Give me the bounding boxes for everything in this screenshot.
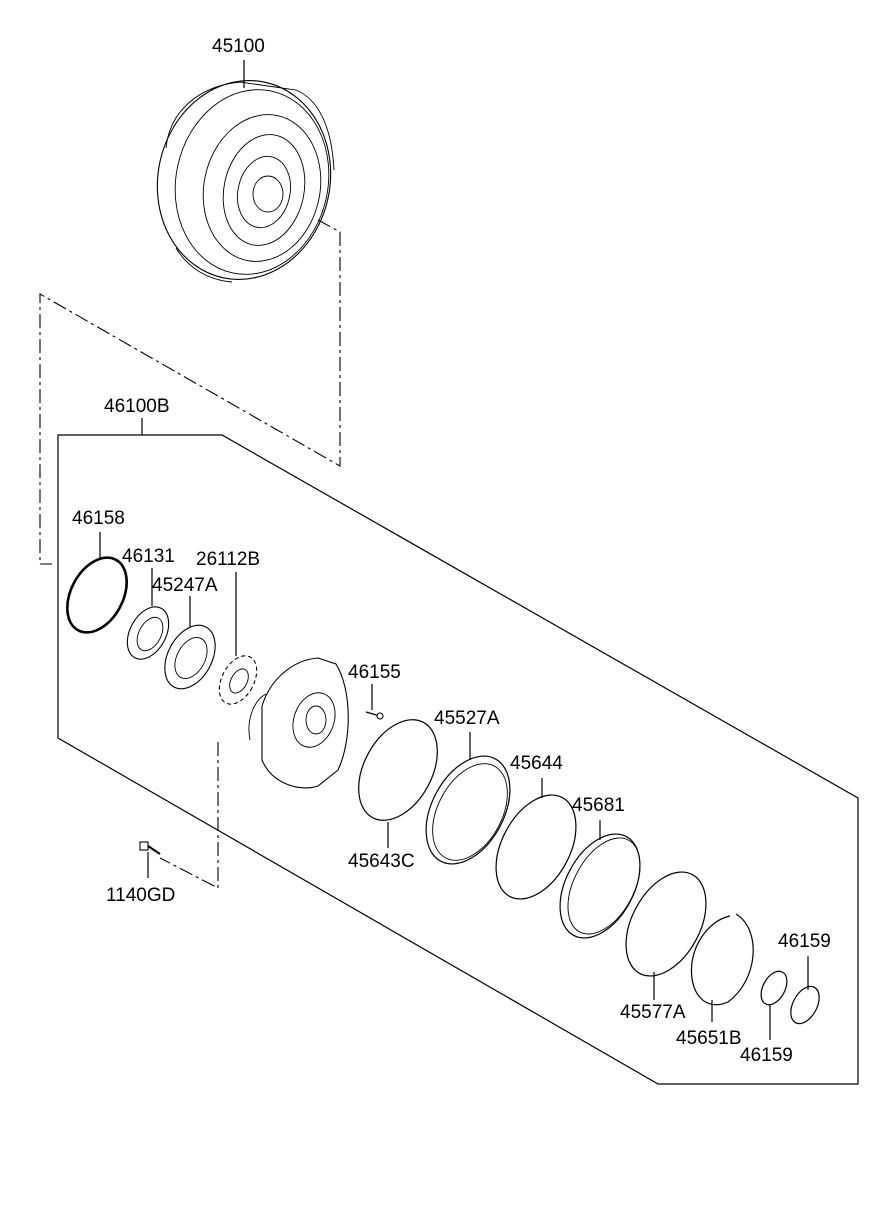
callout-46159-upper: 46159 [778,931,831,952]
callout-46100B: 46100B [104,396,170,417]
o-ring-46158[interactable] [55,547,138,642]
bolt-46155[interactable] [365,711,384,720]
callout-45527A: 45527A [434,708,500,729]
callout-45247A: 45247A [152,575,218,596]
callout-46158: 46158 [72,508,125,529]
outer-gear-45247A[interactable] [155,617,226,698]
torque-converter-part[interactable] [139,64,349,295]
callout-45577A: 45577A [620,1002,686,1023]
callout-46131: 46131 [122,546,175,567]
callout-45643C: 45643C [348,851,415,872]
ring-45577A[interactable] [610,859,723,990]
ring-45527A[interactable] [409,742,527,878]
guide-lines [39,219,341,889]
snap-ring-45651B[interactable] [690,913,754,1006]
callout-45651B: 45651B [676,1028,742,1049]
callout-26112B: 26112B [196,549,260,570]
ring-45644[interactable] [480,782,593,913]
ring-46159-left[interactable] [756,967,792,1009]
callout-46155: 46155 [348,662,401,683]
callout-45100: 45100 [212,36,265,57]
callout-1140GD: 1140GD [106,885,175,906]
callout-46159-lower: 46159 [740,1045,793,1066]
seal-ring-45643C[interactable] [343,706,454,833]
bolt-1140GD[interactable] [139,841,161,855]
assembly-boundary [57,434,859,1085]
callout-45681: 45681 [572,795,625,816]
inner-gear-26112B[interactable] [212,650,265,711]
oil-seal-46131[interactable] [119,600,177,666]
ring-46159-right[interactable] [785,982,825,1029]
ring-45681[interactable] [544,821,657,952]
leader-lines [99,60,809,1040]
pump-housing[interactable] [248,657,349,789]
callout-45644: 45644 [510,753,563,774]
